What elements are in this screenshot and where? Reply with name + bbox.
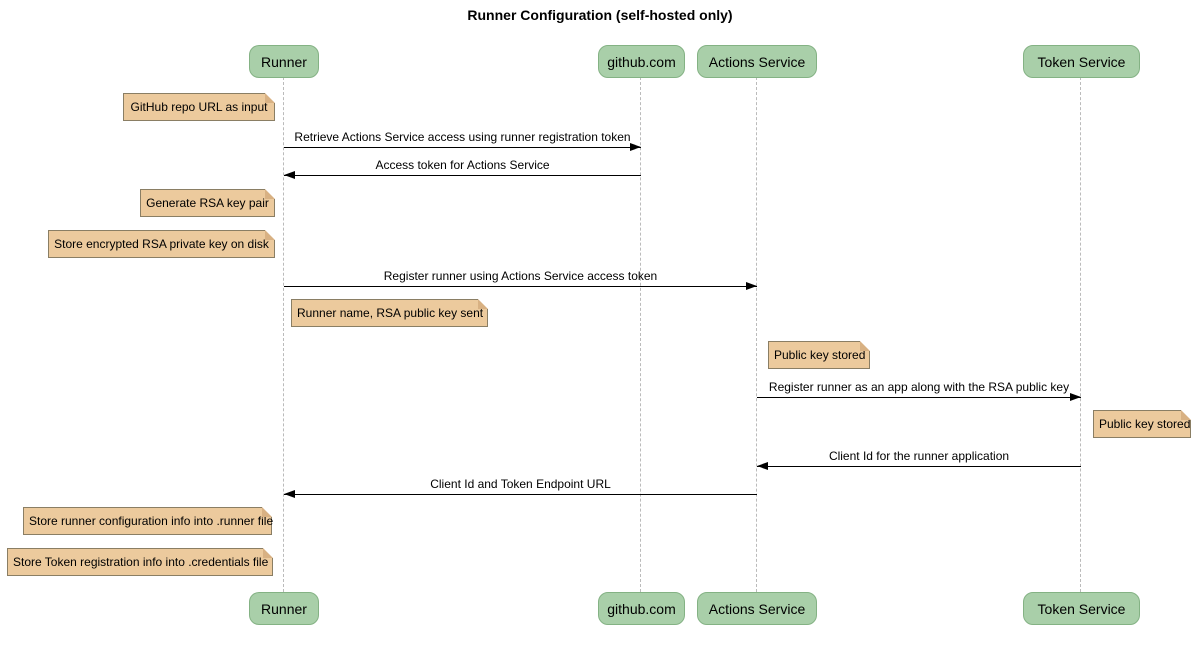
message-line: [757, 397, 1081, 398]
note-store-private-key: Store encrypted RSA private key on disk: [48, 230, 275, 258]
note-store-runner-file: Store runner configuration info into .ru…: [23, 507, 273, 535]
note-pubkey-stored-token: Public key stored: [1093, 410, 1191, 438]
message-line: [284, 147, 641, 148]
arrowhead-right-icon: [1070, 393, 1081, 401]
lifeline-github: [640, 77, 641, 592]
note-pubkey-stored-actions: Public key stored: [768, 341, 870, 369]
message-label-client-id-app: Client Id for the runner application: [828, 449, 1010, 463]
arrowhead-left-icon: [284, 171, 295, 179]
message-label-client-id-endpoint: Client Id and Token Endpoint URL: [430, 477, 611, 491]
lifeline-actions-service: [756, 77, 757, 592]
arrowhead-left-icon: [757, 462, 768, 470]
arrowhead-right-icon: [746, 282, 757, 290]
arrowhead-right-icon: [630, 143, 641, 151]
actor-top-token-service: Token Service: [1023, 45, 1140, 78]
note-generate-rsa: Generate RSA key pair: [140, 189, 275, 217]
actor-bottom-runner: Runner: [249, 592, 319, 625]
note-store-credentials-file: Store Token registration info into .cred…: [7, 548, 273, 576]
lifeline-runner: [283, 77, 284, 592]
note-github-repo-url: GitHub repo URL as input: [123, 93, 275, 121]
message-label-retrieve-access: Retrieve Actions Service access using ru…: [294, 130, 631, 144]
message-line: [757, 466, 1081, 467]
message-label-register-runner: Register runner using Actions Service ac…: [383, 269, 658, 283]
actor-top-github: github.com: [598, 45, 685, 78]
message-line: [284, 494, 757, 495]
note-runner-name-sent: Runner name, RSA public key sent: [291, 299, 488, 327]
actor-bottom-github: github.com: [598, 592, 685, 625]
message-line: [284, 286, 757, 287]
message-label-access-token: Access token for Actions Service: [375, 158, 550, 172]
actor-top-runner: Runner: [249, 45, 319, 78]
arrowhead-left-icon: [284, 490, 295, 498]
message-line: [284, 175, 641, 176]
actor-bottom-token-service: Token Service: [1023, 592, 1140, 625]
lifeline-token-service: [1080, 77, 1081, 592]
actor-bottom-actions-service: Actions Service: [697, 592, 817, 625]
actor-top-actions-service: Actions Service: [697, 45, 817, 78]
diagram-title: Runner Configuration (self-hosted only): [467, 7, 733, 23]
message-label-register-app: Register runner as an app along with the…: [768, 380, 1070, 394]
